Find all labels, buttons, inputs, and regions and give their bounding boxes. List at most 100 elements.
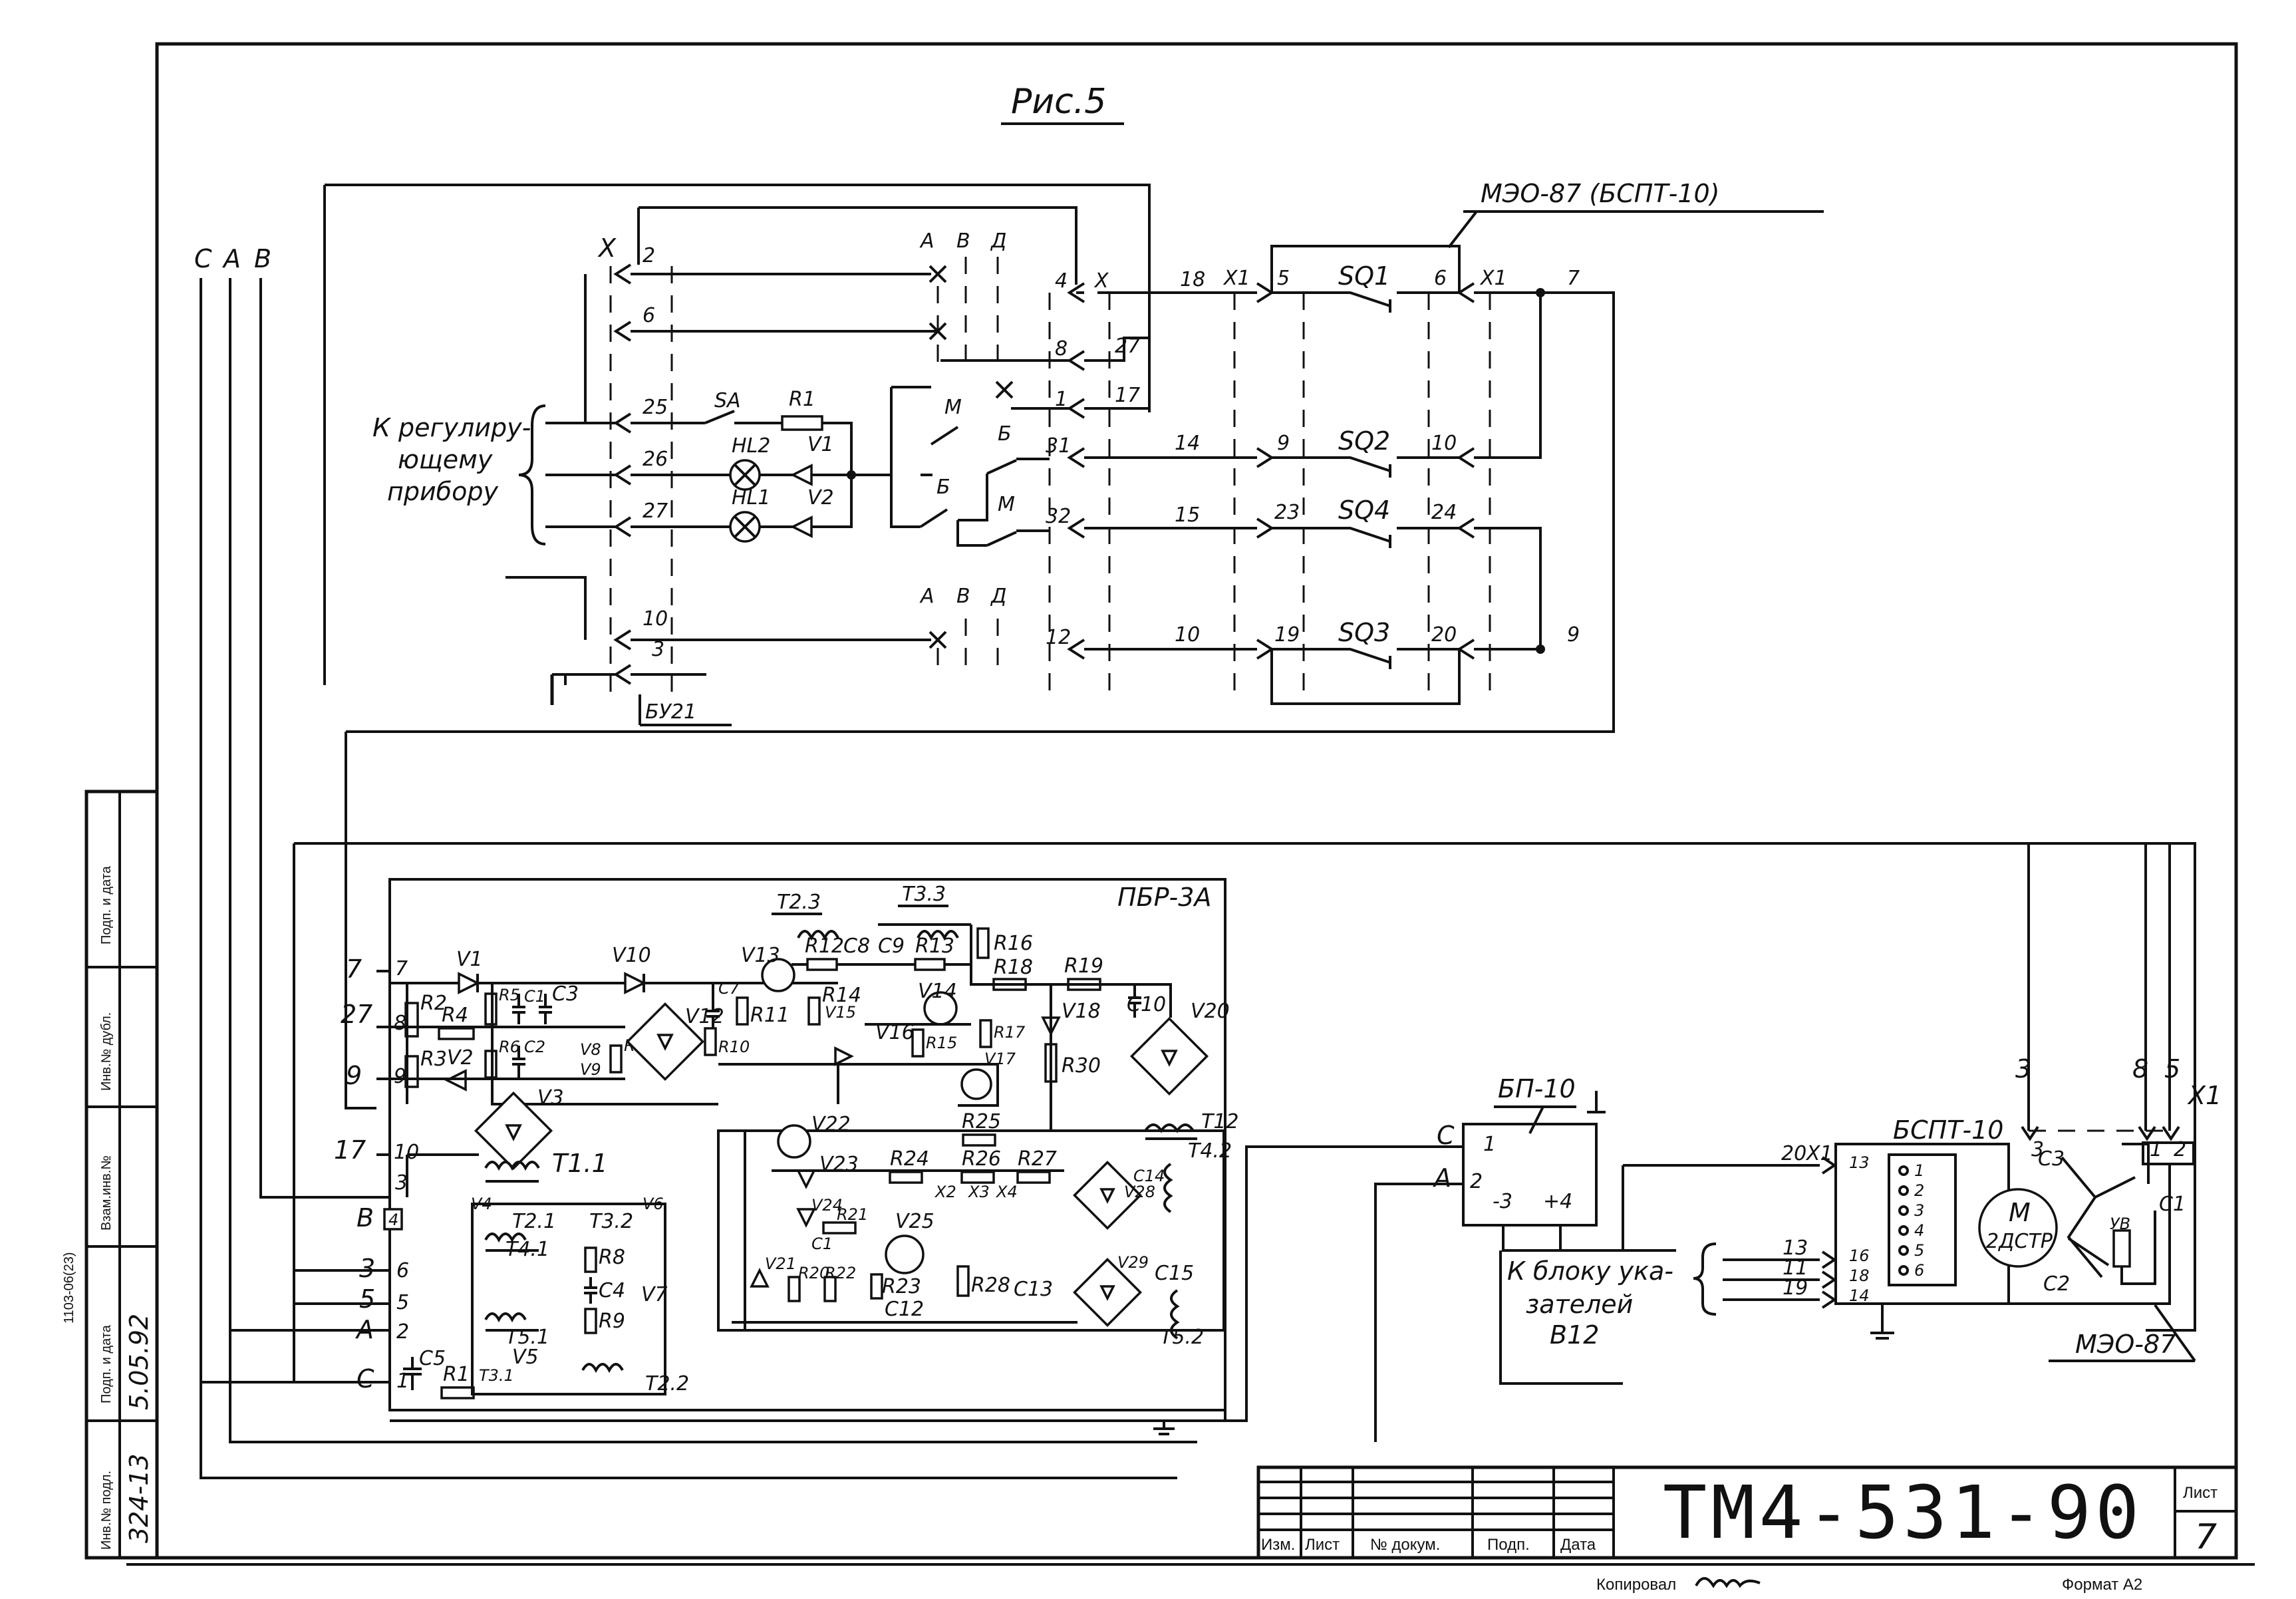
contact-bottom-a: А xyxy=(919,585,934,608)
stamp-inv: 324-13 xyxy=(124,1453,154,1543)
bp10-pin-3: -3 xyxy=(1493,1190,1512,1213)
bp10-in-c: С xyxy=(1437,1121,1455,1150)
bspt-title: БСПТ-10 xyxy=(1893,1115,2003,1145)
pbr-v20: V20 xyxy=(1191,1000,1230,1023)
side-wire-5: 5 xyxy=(2164,1054,2180,1084)
pbr-v22: V22 xyxy=(811,1113,851,1136)
phase-b-label: B xyxy=(254,244,271,273)
pbr-r22: R22 xyxy=(825,1264,856,1282)
switch-sq4: SQ4 xyxy=(1338,496,1390,525)
mid-pin-4: 4 xyxy=(1055,269,1068,293)
bp10-note-1: К блоку ука- xyxy=(1507,1256,1673,1286)
r1-label: R1 xyxy=(789,388,815,411)
bus-wire-14: 14 xyxy=(1175,432,1200,455)
switch-sq2: SQ2 xyxy=(1338,426,1390,456)
mid-pin-12: 12 xyxy=(1046,626,1071,649)
pbr-x3: X3 xyxy=(967,1183,990,1201)
bp10-title: БП-10 xyxy=(1498,1074,1576,1103)
out-wire-7: 7 xyxy=(1567,267,1580,290)
bp10-note-3: В12 xyxy=(1550,1320,1599,1350)
stamp-cell-5: Инв.№ подл. xyxy=(99,1471,114,1550)
pbr-r17: R17 xyxy=(994,1023,1026,1042)
transistor-v25 xyxy=(885,1235,925,1274)
bus-wire-18: 18 xyxy=(1180,268,1205,291)
x1-pin-5: 5 xyxy=(1277,267,1290,290)
left-pin-2: 2 xyxy=(643,244,655,267)
pbr-c8: C8 xyxy=(843,935,870,958)
stamp-cell-2: Инв.№ дубл. xyxy=(99,1012,114,1091)
pbr-c2: C2 xyxy=(524,1038,545,1056)
pbr-v3: V3 xyxy=(537,1086,564,1109)
pbr-r2: R2 xyxy=(420,992,447,1015)
pbr-r19: R19 xyxy=(1064,954,1103,978)
stamp-cell-1: Подп. и дата xyxy=(99,865,114,945)
x1-pin-24: 24 xyxy=(1431,501,1457,524)
bp10-wire-13: 13 xyxy=(1783,1236,1808,1260)
pbr-t2-3: T2.3 xyxy=(777,891,821,914)
mid-pin-1: 1 xyxy=(1055,388,1068,411)
sa-label: SA xyxy=(714,389,741,412)
pbr-in-7: 7 xyxy=(395,957,408,980)
connector-x-mid: X xyxy=(1093,269,1109,293)
pbr-x2: X2 xyxy=(934,1183,956,1201)
pbr-title: ПБР-3А xyxy=(1117,883,1211,912)
switch-sq1: SQ1 xyxy=(1338,261,1390,291)
lamp-hl1-label: HL1 xyxy=(732,486,770,509)
sheet-label: Лист xyxy=(2183,1484,2218,1502)
stamp-date: 5.05.92 xyxy=(124,1314,154,1410)
relay-m-right: М xyxy=(998,493,1015,516)
pbr-v28: V28 xyxy=(1124,1183,1155,1201)
pbr-term-2: 2 xyxy=(396,1320,409,1344)
left-pin-26: 26 xyxy=(643,448,668,471)
pbr-c14: C14 xyxy=(1133,1167,1165,1185)
mao87-label: МЭО-87 xyxy=(2075,1330,2176,1359)
phase-in-b: В xyxy=(357,1203,374,1233)
resistor-r1 xyxy=(781,415,823,431)
pbr-v1: V1 xyxy=(456,948,483,971)
bspt-lpin-16: 16 xyxy=(1849,1246,1870,1265)
transistor-v17 xyxy=(960,1068,992,1100)
motor-2dstr xyxy=(1978,1188,2058,1268)
pbr-t5-2: T5.2 xyxy=(1160,1326,1204,1349)
pbr-r16: R16 xyxy=(994,932,1033,955)
x1-motor-3: 3 xyxy=(2031,1138,2044,1161)
bp10-pin-4: +4 xyxy=(1543,1190,1572,1213)
bspt-wire-20: 20 xyxy=(1781,1142,1806,1165)
mid-pin-31: 31 xyxy=(1046,434,1071,458)
pbr-v10: V10 xyxy=(612,944,651,967)
pbr-v25: V25 xyxy=(895,1210,934,1233)
bspt-lpin-18: 18 xyxy=(1849,1266,1870,1285)
bp10-note-2: зателей xyxy=(1526,1290,1633,1319)
regulator-line-3: прибору xyxy=(387,477,498,506)
motor-m: М xyxy=(2009,1198,2031,1227)
diode-v2-label: V2 xyxy=(807,486,834,509)
bp10-wire-19: 19 xyxy=(1783,1276,1808,1300)
contact-top-b: В xyxy=(956,229,970,253)
pbr-c9: C9 xyxy=(878,935,905,958)
contact-top-a: А xyxy=(919,229,934,253)
bspt-rpin-5: 5 xyxy=(1914,1241,1924,1260)
pbr-term-3: 3 xyxy=(395,1171,408,1195)
left-pin-25: 25 xyxy=(643,396,668,419)
pbr-t3-2: T3.2 xyxy=(589,1210,633,1233)
bspt-lpin-14: 14 xyxy=(1849,1286,1870,1305)
motor-type: 2ДСТР xyxy=(1986,1230,2053,1253)
left-pin-10: 10 xyxy=(643,607,668,631)
pbr-term-17: 17 xyxy=(334,1135,366,1165)
pbr-c12: C12 xyxy=(885,1298,924,1321)
x1-pin-10: 10 xyxy=(1431,432,1457,455)
pbr-r13: R13 xyxy=(915,935,954,958)
sheet-number: 7 xyxy=(2195,1517,2217,1557)
bus-wire-15: 15 xyxy=(1175,504,1200,527)
regulator-line-2: ющему xyxy=(398,445,493,474)
left-pin-27: 27 xyxy=(643,500,668,523)
pbr-r24: R24 xyxy=(890,1147,929,1171)
contact-bottom-d: Д xyxy=(990,585,1006,608)
pbr-r9: R9 xyxy=(599,1310,625,1333)
mid-wire-17: 17 xyxy=(1115,384,1140,407)
bspt-rpin-1: 1 xyxy=(1914,1161,1924,1180)
bp10-pin-1: 1 xyxy=(1483,1133,1496,1156)
x1-pin-9: 9 xyxy=(1277,432,1290,455)
pbr-r27: R27 xyxy=(1018,1147,1057,1171)
copier-signature xyxy=(1695,1577,1761,1588)
